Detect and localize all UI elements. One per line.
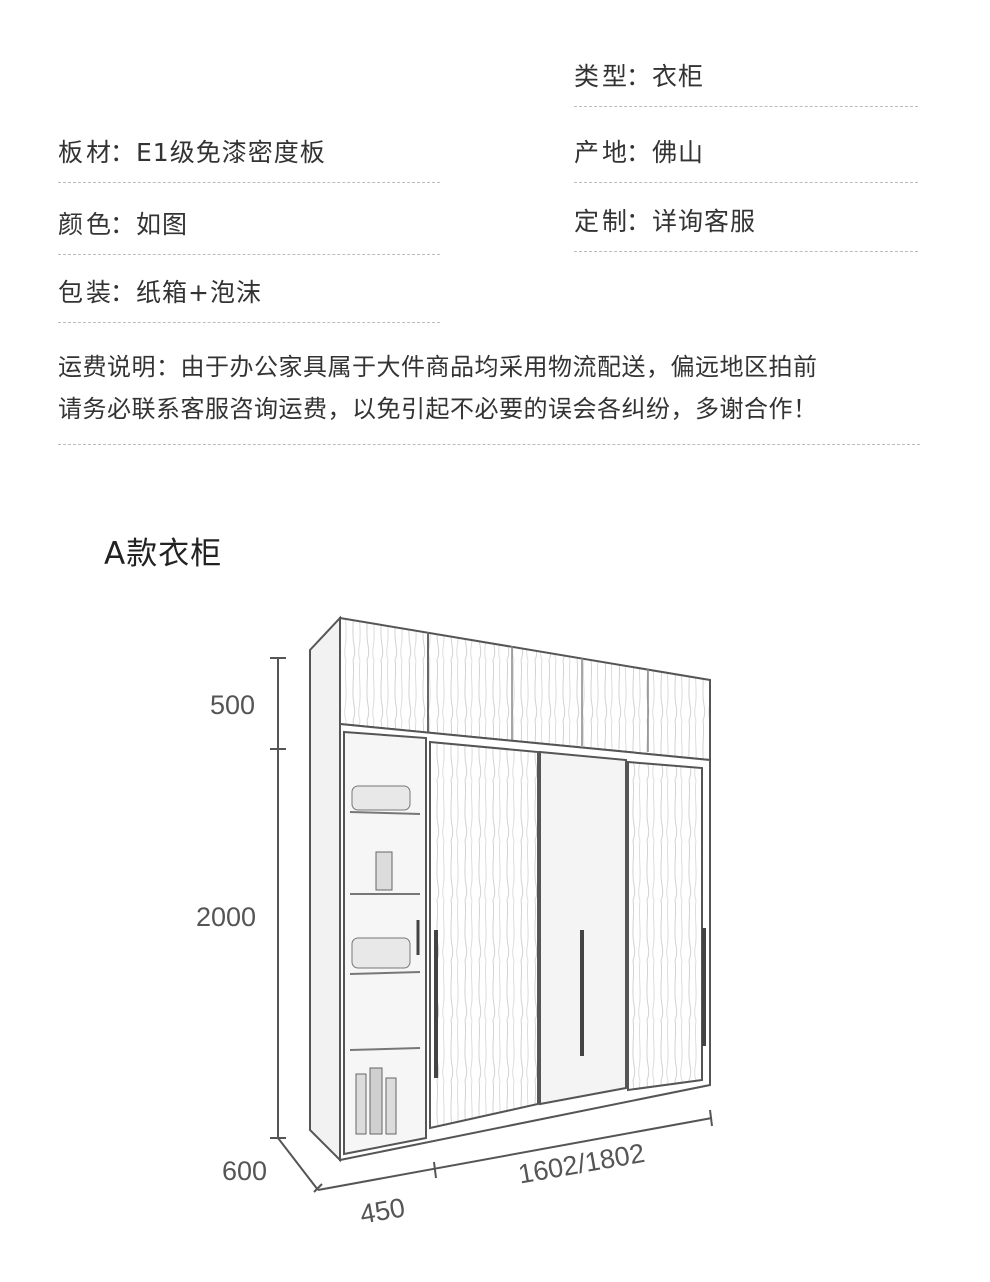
spec-type: 类型：衣柜: [574, 60, 918, 107]
wardrobe-side-panel: [309, 615, 341, 1163]
books: [385, 1077, 397, 1135]
colon: ：: [110, 278, 137, 307]
spec-value: 佛山: [652, 138, 705, 167]
spec-value: E1级免漆密度板: [136, 138, 326, 167]
spec-custom: 定制：详询客服: [574, 205, 918, 252]
spec-value: 详询客服: [652, 207, 757, 236]
depth-dimension-line: [277, 1137, 319, 1191]
spec-label: 产地: [574, 138, 629, 167]
width-dimension-line: [317, 1117, 713, 1191]
section-title: A款衣柜: [104, 536, 223, 572]
dim-depth-label: 600: [222, 1156, 268, 1186]
books: [369, 1067, 383, 1135]
colon: ：: [110, 138, 137, 167]
decor-item: [375, 851, 393, 891]
spec-label: 定制: [574, 207, 629, 236]
books: [355, 1073, 367, 1135]
spec-material: 板材：E1级免漆密度板: [58, 136, 440, 183]
spec-value: 衣柜: [652, 62, 705, 91]
spec-label: 类型: [574, 62, 629, 91]
folded-clothes: [351, 937, 411, 969]
folded-clothes: [351, 785, 411, 811]
spec-label: 颜色: [58, 210, 113, 239]
colon: ：: [626, 207, 653, 236]
colon: ：: [626, 62, 653, 91]
shipping-note-line-2: 请务必联系客服咨询运费，以免引起不必要的误会各纠纷，多谢合作！: [58, 395, 818, 423]
dim-top-height: 500: [210, 690, 256, 720]
shipping-note: 运费说明：由于办公家具属于大件商品均采用物流配送，偏远地区拍前 请务必联系客服咨…: [58, 346, 920, 445]
spec-label: 板材: [58, 138, 113, 167]
sliding-door-3: [627, 760, 703, 1092]
spec-origin: 产地：佛山: [574, 136, 918, 183]
sliding-door-2: [539, 750, 627, 1106]
spec-value: 如图: [136, 210, 189, 239]
spec-label: 包装: [58, 278, 113, 307]
spec-package: 包装：纸箱+泡沫: [58, 276, 440, 323]
shipping-note-line-1: 运费说明：由于办公家具属于大件商品均采用物流配送，偏远地区拍前: [58, 353, 818, 381]
spec-color: 颜色：如图: [58, 208, 440, 255]
wardrobe-drawing: [270, 615, 713, 1193]
colon: ：: [626, 138, 653, 167]
spec-value: 纸箱+泡沫: [136, 278, 262, 307]
dim-body-height: 2000: [196, 902, 257, 932]
sliding-door-1: [429, 740, 539, 1130]
colon: ：: [110, 210, 137, 239]
